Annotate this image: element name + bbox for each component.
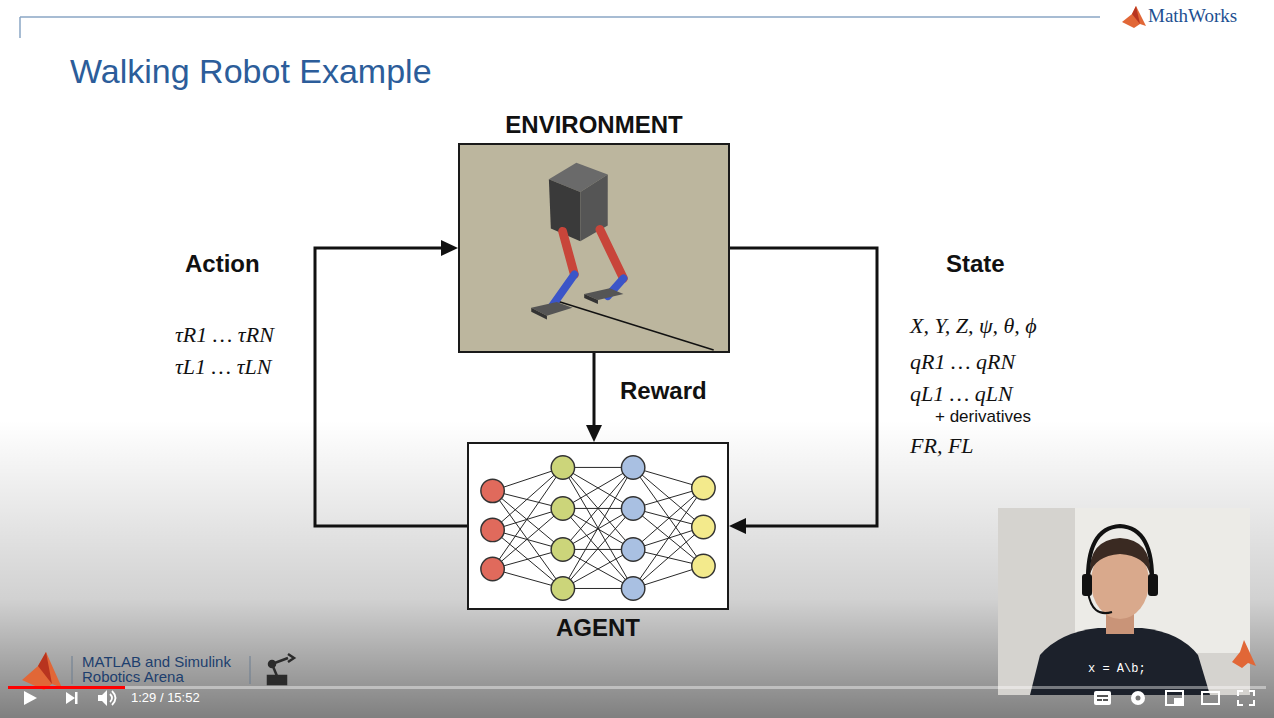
robot-illustration — [460, 145, 728, 351]
edge-label: Action — [185, 250, 260, 278]
webcam-feed — [998, 508, 1256, 695]
matlab-logo — [22, 652, 62, 690]
video-shadow — [0, 420, 1274, 718]
neural-network-illustration — [469, 444, 727, 608]
state-variable: qL1 … qLN — [910, 381, 1013, 407]
robot-arm-icon — [268, 654, 294, 684]
feedback-arrow — [729, 248, 877, 534]
action-variable: τL1 … τLN — [175, 354, 271, 380]
agent-box: AGENT — [467, 442, 729, 610]
brand-name: MathWorks — [1148, 5, 1237, 27]
state-variable: qR1 … qRN — [910, 349, 1015, 375]
progress-played — [8, 686, 125, 689]
feedback-arrow — [586, 353, 602, 442]
series-name: Robotics Arena — [82, 668, 184, 685]
action-variable: τR1 … τRN — [175, 322, 274, 348]
progress-track — [8, 686, 1266, 689]
edge-label: State — [946, 250, 1005, 278]
state-variable: FR, FL — [910, 433, 974, 459]
edge-label: Reward — [620, 377, 707, 405]
separator — [72, 656, 73, 684]
header-rule — [19, 17, 21, 38]
series-name: MATLAB and Simulink — [82, 653, 231, 670]
node-heading: AGENT — [429, 614, 767, 642]
player-controls — [24, 690, 1254, 706]
header-rule — [20, 16, 1100, 18]
state-note: + derivatives — [935, 407, 1031, 427]
environment-box: ENVIRONMENT — [458, 143, 730, 353]
state-variable: X, Y, Z, ψ, θ, ϕ — [910, 313, 1037, 339]
feedback-arrow — [315, 240, 467, 526]
node-heading: ENVIRONMENT — [420, 111, 768, 139]
slide-title: Walking Robot Example — [70, 52, 432, 91]
separator — [250, 656, 251, 684]
shirt-text: x = A\b; — [1088, 662, 1146, 676]
video-time: 1:29 / 15:52 — [131, 690, 200, 705]
mathworks-logo — [1122, 6, 1146, 28]
